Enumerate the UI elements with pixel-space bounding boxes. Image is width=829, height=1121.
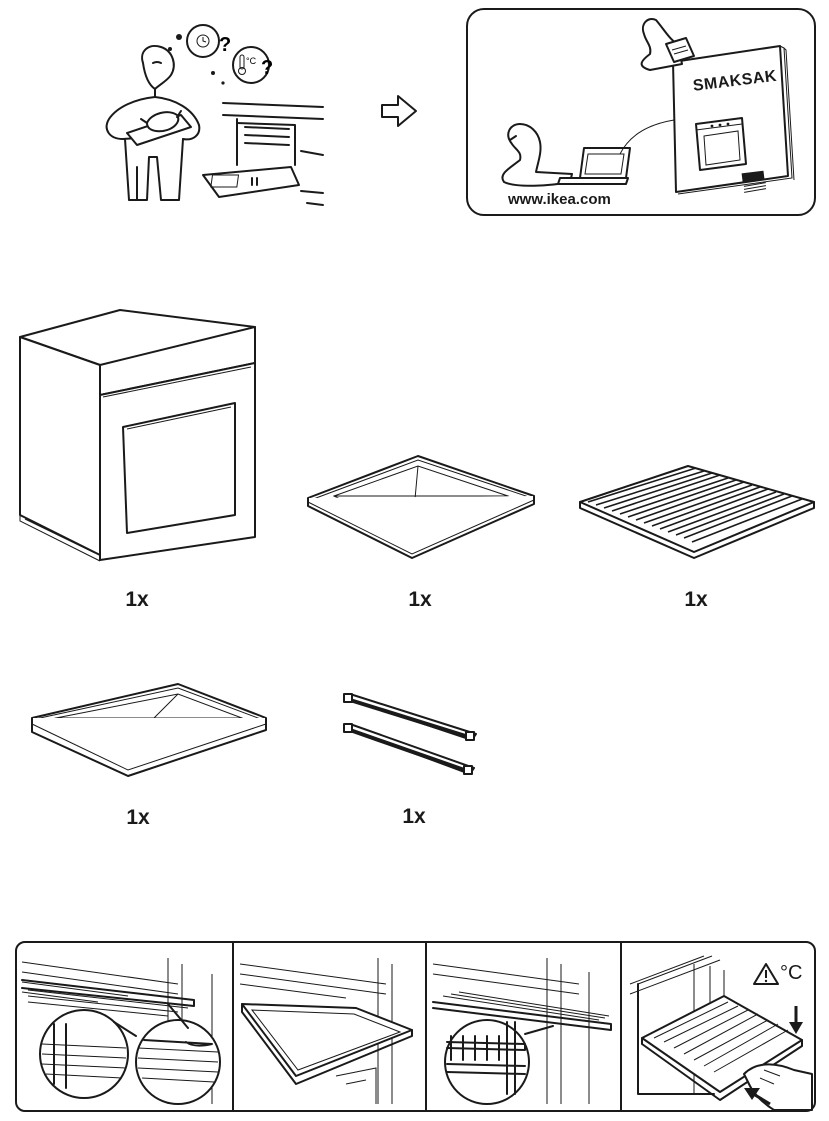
manual-website-panel [466,8,816,216]
hot-temperature-label: °C [780,962,803,984]
telescopic-rails-illustration [343,693,477,775]
svg-text:?: ? [219,34,231,56]
svg-text:?: ? [261,57,273,79]
rail-detail-panel [432,958,612,1105]
baking-tray-illustration [307,455,535,559]
wire-shelf-quantity: 1x [684,588,708,611]
thermometer-thought-icon [232,46,270,84]
strip-divider [425,942,427,1111]
deep-pan-quantity: 1x [126,806,150,829]
ikea-logo [741,170,765,183]
clock-thought-icon [186,24,220,58]
tray-insert-panel [239,958,413,1104]
hot-warning-panel [629,955,813,1111]
wire-shelf-illustration [579,465,815,559]
next-arrow-icon [381,95,417,127]
oven-illustration [19,309,256,562]
shelf-insert-panel [21,958,221,1105]
instruction-strip [15,941,816,1112]
svg-text:°C: °C [246,56,257,66]
telescopic-rails-quantity: 1x [402,805,426,828]
oven-quantity: 1x [125,588,149,611]
baking-tray-quantity: 1x [408,588,432,611]
ikea-website-link[interactable]: www.ikea.com [508,191,611,208]
strip-divider [232,942,234,1111]
strip-divider [620,942,622,1111]
manual-booklet-illustration [501,18,795,195]
warning-triangle-icon [753,963,779,985]
confused-cook-illustration: ? °C ? [105,24,324,206]
deep-pan-illustration [31,683,267,777]
